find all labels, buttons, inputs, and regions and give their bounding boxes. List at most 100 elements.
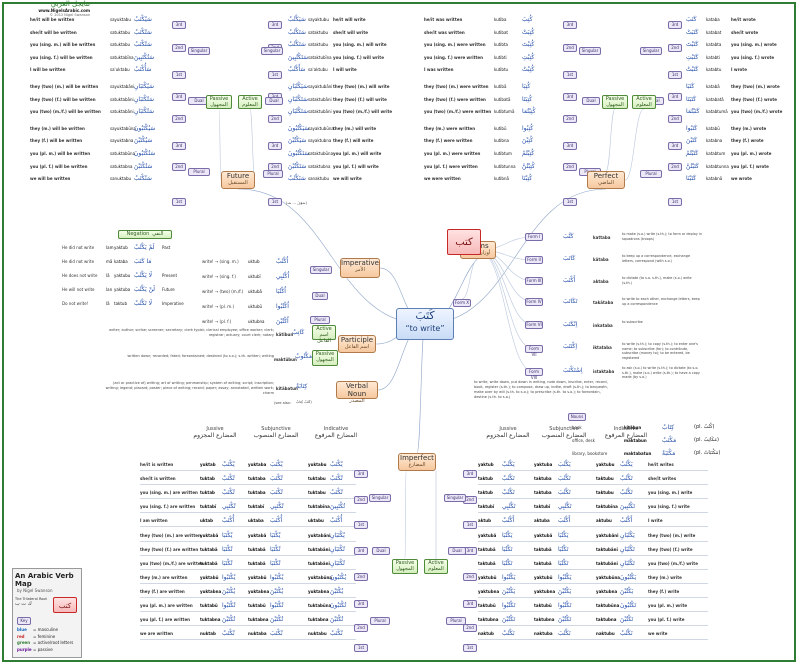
perfect-active-plural[interactable]: Plural	[640, 170, 662, 178]
imperfect-passive-person-box[interactable]: 1st	[354, 644, 368, 652]
imperfect-passive-person-box[interactable]: 2nd	[354, 573, 368, 581]
imperfect-passive-divider	[140, 512, 356, 514]
imperfect-active-person-box[interactable]: 2nd	[463, 624, 477, 632]
imperative-singular[interactable]: Singular	[310, 266, 332, 274]
imperfect-active-singular[interactable]: Singular	[444, 494, 466, 502]
imperfect-passive-singular[interactable]: Singular	[369, 494, 391, 502]
perfect-passive-singular[interactable]: Singular	[579, 47, 601, 55]
future-active-english: they (m.) will write	[333, 125, 377, 131]
imperfect-passive-person-box[interactable]: 3rd	[354, 470, 368, 478]
future-passive-translit: sanuktabu	[110, 176, 132, 182]
form-label-box[interactable]: Form III	[525, 277, 543, 285]
form-label-box[interactable]: Form II	[525, 256, 543, 264]
perfect-active-arabic: كَتَبْنَا	[686, 175, 697, 183]
imperfect-active-dual[interactable]: Dual	[448, 547, 466, 555]
perfect-branch-label: Perfect	[593, 172, 619, 180]
imperfect-active-person-box[interactable]: 2nd	[463, 573, 477, 581]
perfect-passive-person-box[interactable]: 2nd	[563, 44, 577, 52]
imperfect-passive-arabic: تُكْتَبَا	[222, 559, 233, 567]
future-active-translit: saʾaktubu	[308, 67, 328, 73]
perfect-active-person-box[interactable]: 3rd	[668, 21, 682, 29]
future-passive-person-box[interactable]: 3rd	[172, 21, 186, 29]
future-active-person-box[interactable]: 2nd	[268, 115, 282, 123]
imperfect-active-person-box[interactable]: 1st	[463, 644, 477, 652]
future-passive-person-box[interactable]: 2nd	[172, 163, 186, 171]
form-label-box[interactable]: Form VIII	[525, 368, 543, 380]
noun-translit: maktabatun	[624, 451, 652, 456]
perfect-passive-person-box[interactable]: 1st	[563, 198, 577, 206]
future-passive-singular[interactable]: Singular	[188, 47, 210, 55]
form-label-box[interactable]: Form I	[525, 233, 543, 241]
future-active-person-box[interactable]: 1st	[268, 198, 282, 206]
future-passive-plural[interactable]: Plural	[188, 168, 210, 176]
perfect-active-person-box[interactable]: 3rd	[668, 93, 682, 101]
future-active-dual[interactable]: Dual	[265, 97, 283, 105]
perfect-passive-person-box[interactable]: 2nd	[563, 163, 577, 171]
perfect-active-person-box[interactable]: 3rd	[668, 142, 682, 150]
future-active-plural[interactable]: Plural	[263, 170, 283, 178]
perfect-active-person-box[interactable]: 2nd	[668, 163, 682, 171]
imperative-dual[interactable]: Dual	[312, 292, 328, 300]
future-passive-person-box[interactable]: 1st	[172, 71, 186, 79]
perfect-active-singular[interactable]: Singular	[640, 47, 662, 55]
imperfect-active-plural[interactable]: Plural	[446, 617, 466, 625]
perfect-passive-person-box[interactable]: 2nd	[563, 115, 577, 123]
future-passive-person-box[interactable]: 2nd	[172, 115, 186, 123]
imperfect-active-person-box[interactable]: 3rd	[463, 470, 477, 478]
connector	[249, 108, 256, 181]
perfect-active-person-box[interactable]: 1st	[668, 198, 682, 206]
future-passive-person-box[interactable]: 3rd	[172, 93, 186, 101]
perfect-passive-person-box[interactable]: 1st	[563, 71, 577, 79]
future-passive-person-box[interactable]: 1st	[172, 198, 186, 206]
future-passive-person-box[interactable]: 3rd	[172, 142, 186, 150]
perfect-active-person-box[interactable]: 1st	[668, 71, 682, 79]
imperative-translit: uktubā	[248, 289, 262, 294]
form-label-box[interactable]: Form VII	[525, 345, 543, 357]
imperfect-active-arabic: تَكْتُبِي	[502, 503, 516, 511]
future-active-person-box[interactable]: 3rd	[268, 21, 282, 29]
form-desc: to keep up a correspondence, exchange le…	[622, 254, 691, 263]
imperfect-active-person-box[interactable]: 3rd	[463, 600, 477, 608]
imperfect-passive-person-box[interactable]: 3rd	[354, 600, 368, 608]
perfect-passive-person-box[interactable]: 3rd	[563, 93, 577, 101]
imperfect-active-person-box[interactable]: 1st	[463, 521, 477, 529]
perfect-passive-dual[interactable]: Dual	[582, 97, 600, 105]
perfect-passive-translit: kutibatā	[494, 96, 511, 102]
perfect-passive-person-box[interactable]: 3rd	[563, 142, 577, 150]
future-passive-person-box[interactable]: 2nd	[172, 44, 186, 52]
center-node[interactable]: كَتَبَ “to write”	[396, 308, 454, 340]
future-active-person-box[interactable]: 3rd	[268, 142, 282, 150]
future-active-person-box[interactable]: 1st	[268, 71, 282, 79]
perfect-active-person-box[interactable]: 2nd	[668, 44, 682, 52]
form-label-box[interactable]: Form VI	[525, 321, 543, 329]
form-label-box[interactable]: Form IV	[525, 298, 543, 306]
imperative-plural[interactable]: Plural	[310, 316, 330, 324]
perfect-active-person-box[interactable]: 2nd	[668, 115, 682, 123]
imperfect-passive-dual[interactable]: Dual	[372, 547, 390, 555]
future-active-singular[interactable]: Singular	[261, 47, 283, 55]
perfect-active-box-label: Active	[636, 96, 652, 102]
imperfect-passive-person-box[interactable]: 2nd	[354, 624, 368, 632]
imperfect-passive-plural[interactable]: Plural	[370, 617, 390, 625]
perfect-passive-person-box[interactable]: 3rd	[563, 21, 577, 29]
form-label-box[interactable]: Form X	[453, 299, 471, 307]
imperfect-passive-person-box[interactable]: 3rd	[354, 547, 368, 555]
imperfect-passive-person-box[interactable]: 2nd	[354, 496, 368, 504]
imperfect-passive-person-box[interactable]: 1st	[354, 521, 368, 529]
imperfect-passive-translit: yuktaba	[248, 462, 267, 467]
